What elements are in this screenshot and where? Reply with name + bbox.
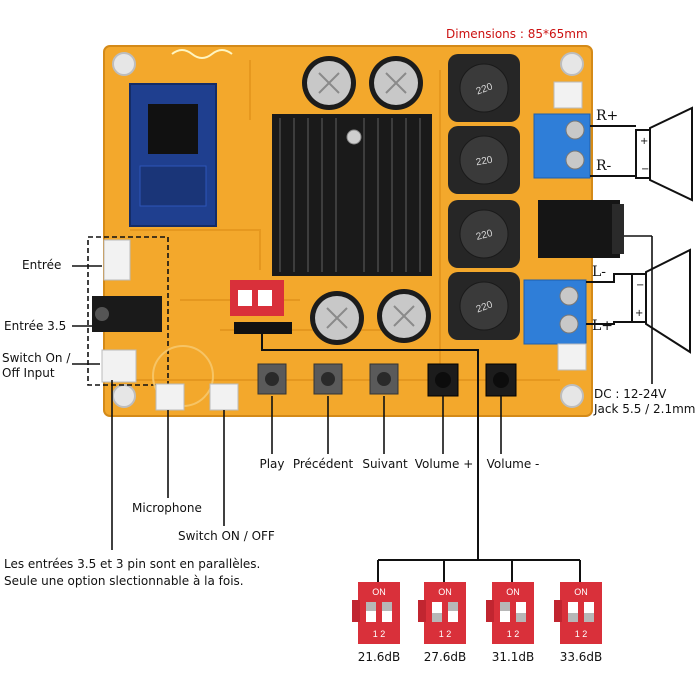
svg-text:ON: ON xyxy=(574,587,588,597)
svg-text:+: + xyxy=(640,136,648,147)
mounting-holes xyxy=(112,52,584,408)
speaker-left-icon: − + xyxy=(631,248,691,354)
connector xyxy=(557,343,587,371)
label-switch-input-line2: Off Input xyxy=(2,366,55,380)
onboard-dip-switch xyxy=(230,280,284,316)
terminal-r-minus: R- xyxy=(596,158,612,174)
note-line2: Seule une option slectionnable à la fois… xyxy=(4,574,244,588)
connector xyxy=(553,81,583,109)
dip-option-4: ON 1 2 xyxy=(554,582,602,644)
label-switch-input-line1: Switch On / xyxy=(2,351,71,365)
dc-jack xyxy=(538,200,624,258)
input-group-outline xyxy=(87,236,169,386)
svg-text:1 2: 1 2 xyxy=(507,629,520,639)
dip-option-1: ON 1 2 xyxy=(352,582,400,644)
svg-text:1 2: 1 2 xyxy=(575,629,588,639)
note-line1: Les entrées 3.5 et 3 pin sont en parallè… xyxy=(4,557,260,571)
svg-text:1 2: 1 2 xyxy=(439,629,452,639)
label-suivant: Suivant xyxy=(362,457,408,471)
terminal-r-plus: R+ xyxy=(596,108,618,124)
terminal-l-plus: L+ xyxy=(592,318,613,334)
terminal-l-minus: L- xyxy=(592,264,606,280)
microphone-connector xyxy=(155,383,185,411)
capacitors xyxy=(302,56,431,345)
label-volume-plus: Volume + xyxy=(415,457,474,471)
dip-gain-lines xyxy=(261,334,581,582)
label-entree-35: Entrée 3.5 xyxy=(4,319,66,333)
dip-option-2: ON 1 2 xyxy=(418,582,466,644)
label-dc-line1: DC : 12-24V xyxy=(594,387,667,401)
switch-connector xyxy=(209,383,239,411)
svg-text:ON: ON xyxy=(506,587,520,597)
label-play: Play xyxy=(259,457,284,471)
dip-option-3: ON 1 2 xyxy=(486,582,534,644)
dimensions-caption: Dimensions : 85*65mm xyxy=(446,27,588,41)
svg-text:1 2: 1 2 xyxy=(373,629,386,639)
label-precedent: Précédent xyxy=(293,457,354,471)
svg-text:+: + xyxy=(635,308,643,319)
heatsink xyxy=(272,114,432,276)
gain-label-1: 21.6dB xyxy=(358,650,401,664)
inductors: 220 220 220 220 xyxy=(448,54,520,340)
push-buttons xyxy=(257,363,517,397)
terminal-block-left xyxy=(523,279,587,345)
inductor-label: 220 xyxy=(475,155,494,169)
pin-header xyxy=(234,322,292,334)
label-microphone: Microphone xyxy=(132,501,202,515)
callout-lines xyxy=(72,235,653,550)
inductor-label: 220 xyxy=(475,228,494,243)
speaker-wires xyxy=(586,125,636,325)
speaker-right-icon: + − xyxy=(635,106,693,202)
gain-label-3: 31.1dB xyxy=(492,650,535,664)
gain-label-4: 33.6dB xyxy=(560,650,603,664)
gain-label-2: 27.6dB xyxy=(424,650,467,664)
pcb-board: 220 220 220 220 xyxy=(87,45,624,417)
label-entree: Entrée xyxy=(22,258,61,272)
svg-text:−: − xyxy=(641,164,649,175)
svg-text:ON: ON xyxy=(438,587,452,597)
input-connectors xyxy=(92,239,162,383)
svg-text:ON: ON xyxy=(372,587,386,597)
svg-text:−: − xyxy=(636,280,644,291)
bluetooth-module xyxy=(129,49,233,227)
terminal-block-right xyxy=(533,113,591,179)
label-switch-onoff: Switch ON / OFF xyxy=(178,529,275,543)
label-dc-line2: Jack 5.5 / 2.1mm xyxy=(593,402,695,416)
label-volume-minus: Volume - xyxy=(487,457,540,471)
